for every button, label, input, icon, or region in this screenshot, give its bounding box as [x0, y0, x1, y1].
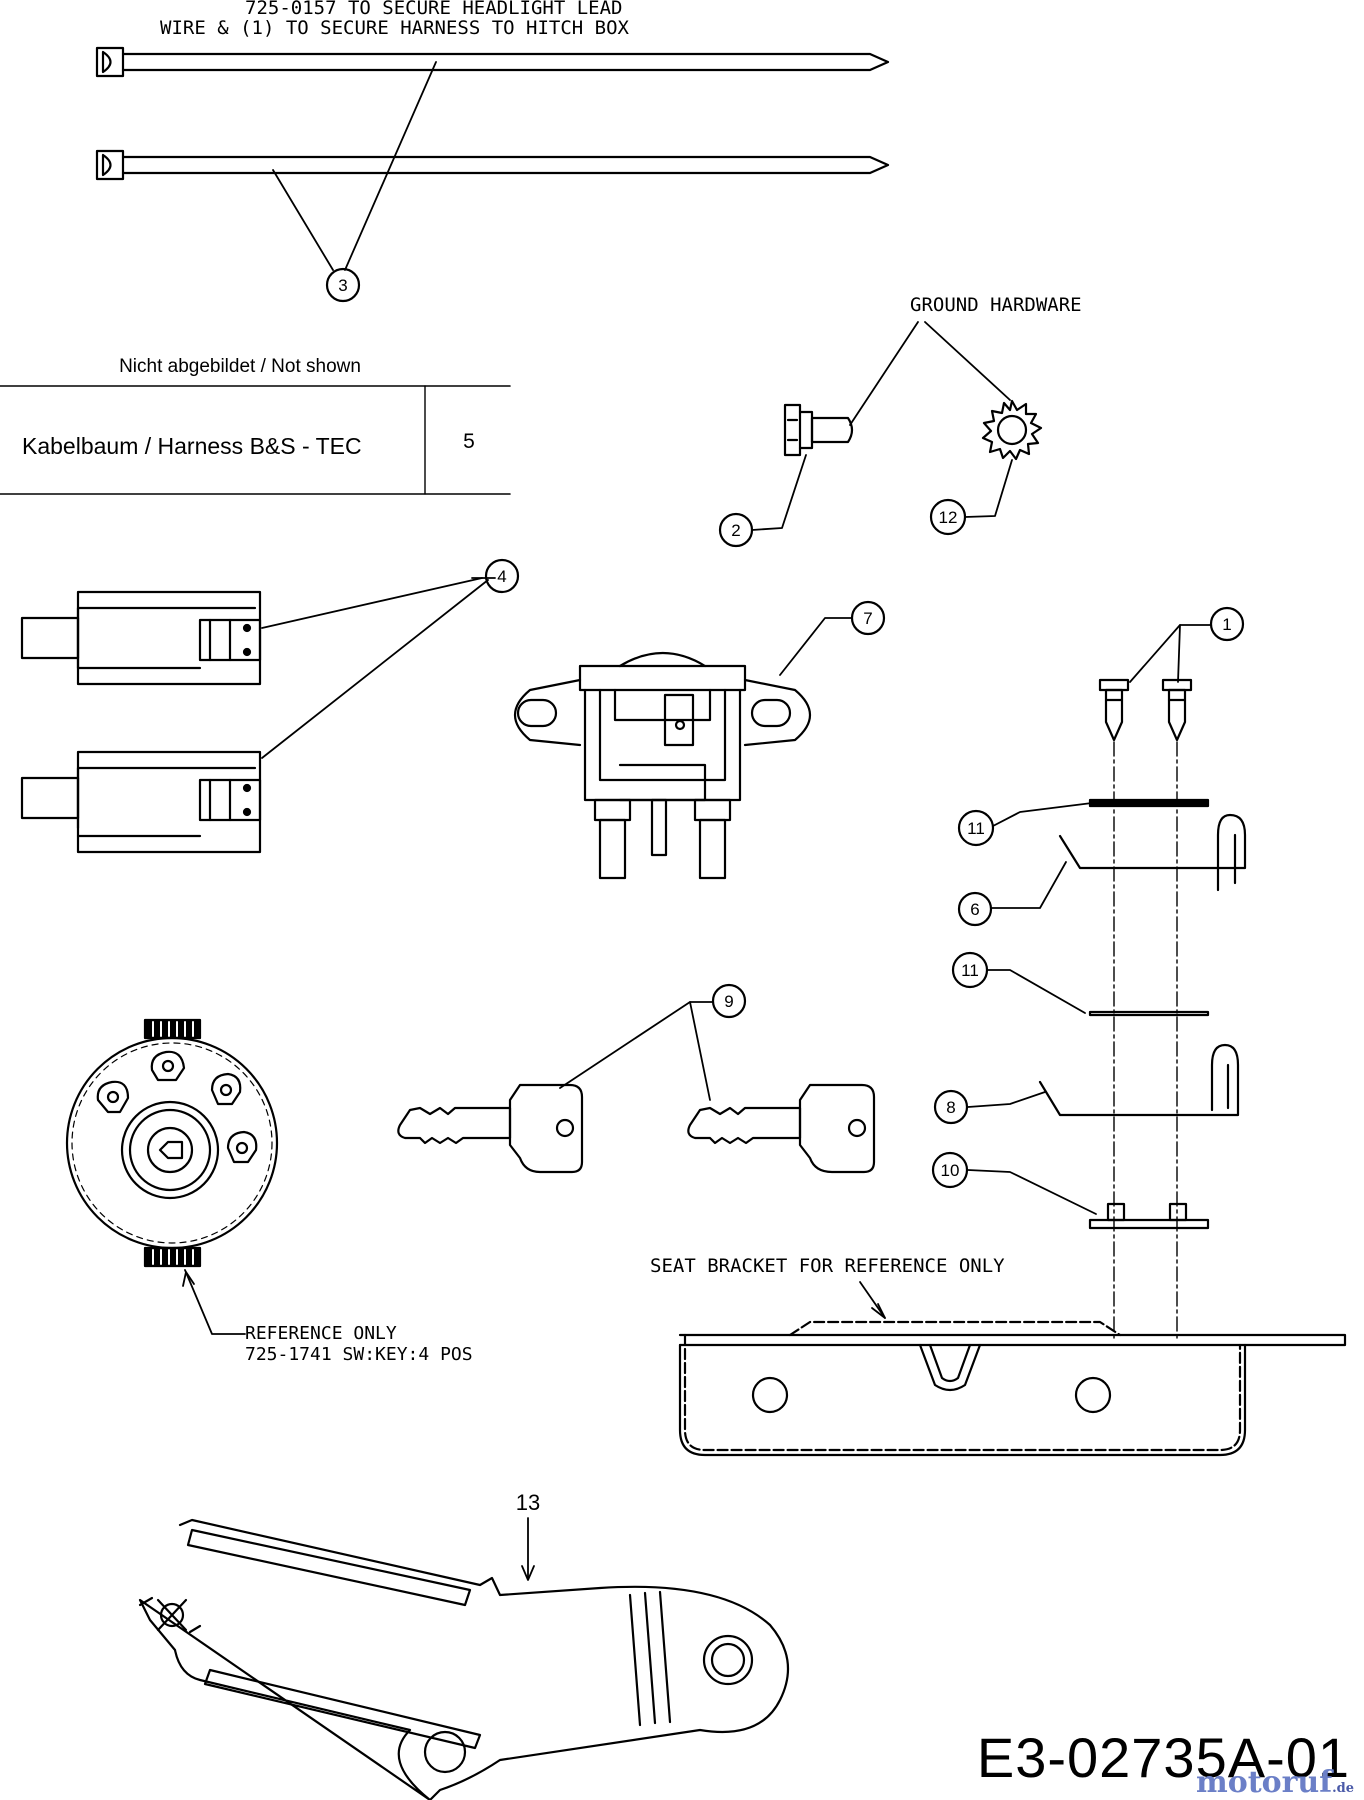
key-left	[397, 1083, 584, 1174]
callout-11-bottom: 11	[951, 951, 989, 989]
svg-text:9: 9	[724, 992, 733, 1011]
svg-text:12: 12	[939, 508, 958, 527]
ground-screw	[783, 403, 854, 457]
reference-only-line2: 725-1741 SW:KEY:4 POS	[245, 1344, 473, 1365]
svg-text:1: 1	[1222, 615, 1231, 634]
svg-text:7: 7	[863, 609, 872, 628]
seat-bracket-label: SEAT BRACKET FOR REFERENCE ONLY	[650, 1255, 1005, 1277]
not-shown-caption: Nicht abgebildet / Not shown	[119, 356, 361, 377]
callout-9: 9	[711, 983, 747, 1019]
switch	[514, 651, 811, 880]
cable-tie-note-line1: 725-0157 TO SECURE HEADLIGHT LEAD	[245, 0, 623, 19]
callout-2: 2	[718, 512, 754, 548]
svg-text:4: 4	[497, 567, 506, 586]
leader-13	[521, 1517, 535, 1581]
cable-tie-bottom	[95, 149, 890, 181]
callout-4: 4	[484, 558, 520, 594]
leader-7	[779, 617, 853, 676]
svg-text:6: 6	[970, 900, 979, 919]
callout-10: 10	[931, 1151, 969, 1189]
svg-text:3: 3	[338, 276, 347, 295]
ignition-switch	[65, 1018, 279, 1268]
svg-text:8: 8	[946, 1098, 955, 1117]
bracket-6	[1058, 813, 1247, 892]
spacer-11-top	[1088, 798, 1210, 808]
connector-top	[20, 590, 262, 686]
bolt-right	[1161, 678, 1193, 742]
reference-only-line1: REFERENCE ONLY	[245, 1323, 397, 1344]
ground-hardware-label: GROUND HARDWARE	[910, 294, 1082, 316]
leader-1	[1129, 624, 1211, 683]
leaders-ground	[751, 321, 1013, 531]
svg-text:10: 10	[941, 1161, 960, 1180]
callout-3: 3	[325, 267, 361, 303]
leader-seat-bracket	[859, 1281, 886, 1319]
leader-3	[272, 61, 437, 271]
callout-8: 8	[933, 1089, 969, 1125]
leader-ignition	[182, 1269, 246, 1335]
svg-text:11: 11	[961, 961, 979, 980]
label-13: 13	[516, 1490, 540, 1515]
nut-plate-10	[1088, 1202, 1210, 1230]
ground-star-washer	[981, 399, 1043, 461]
center-lines	[1113, 741, 1178, 1341]
key-right	[687, 1083, 876, 1174]
cable-tie-top	[95, 46, 890, 78]
bolt-left	[1098, 678, 1130, 742]
leader-9	[559, 1001, 713, 1101]
not-shown-row-number: 5	[463, 430, 475, 453]
watermark-tld: .de	[1332, 1781, 1354, 1796]
svg-text:2: 2	[731, 521, 740, 540]
callout-7: 7	[850, 600, 886, 636]
callout-12: 12	[929, 498, 967, 536]
seat-bracket	[678, 1320, 1347, 1457]
cable-tie-note-line2: WIRE & (1) TO SECURE HARNESS TO HITCH BO…	[160, 17, 630, 39]
spacer-11-bottom	[1088, 1010, 1210, 1017]
not-shown-row-label: Kabelbaum / Harness B&S - TEC	[22, 433, 362, 459]
svg-text:11: 11	[967, 819, 985, 838]
watermark-name: motoruf	[1195, 1765, 1333, 1800]
callout-11-top: 11	[957, 809, 995, 847]
drawing-number: E3-02735A-01	[976, 1726, 1350, 1789]
bracket-8	[1038, 1043, 1240, 1117]
watermark-logo: motoruf.de	[1196, 1768, 1354, 1798]
leader-4	[261, 577, 496, 759]
callout-1: 1	[1209, 606, 1245, 642]
leaders-stack	[967, 802, 1097, 1215]
callout-6: 6	[957, 891, 993, 927]
connector-bottom	[20, 750, 262, 854]
not-shown-table: Nicht abgebildet / Not shown Kabelbaum /…	[0, 356, 511, 495]
plate-13	[138, 1518, 790, 1800]
